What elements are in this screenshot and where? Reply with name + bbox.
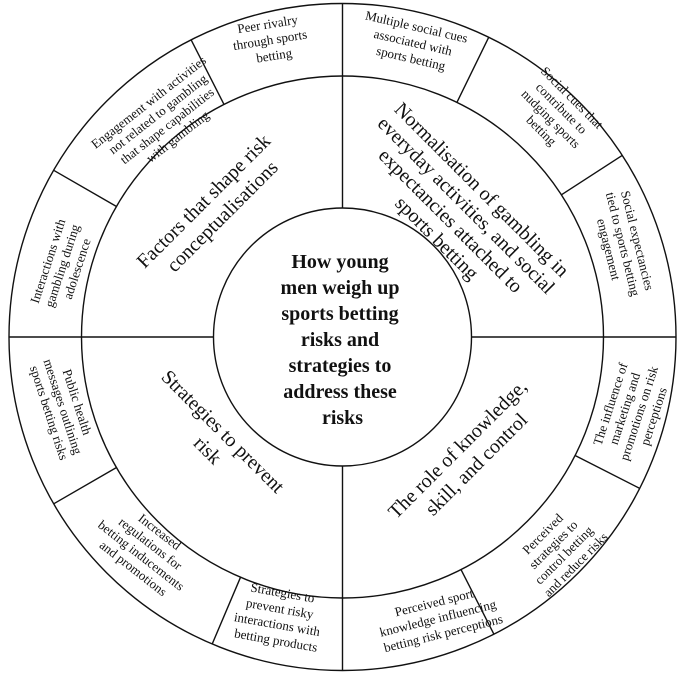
subtheme-prevent-interactions: Strategies to prevent risky interactions… <box>230 578 330 656</box>
subtheme-sport-knowledge: Perceived sport knowledge influencing be… <box>374 580 504 655</box>
subtheme-divider <box>574 454 641 490</box>
center-title-line: risks <box>322 407 363 429</box>
subtheme-multiple-social-cues: Multiple social cues associated with spo… <box>357 8 473 78</box>
subtheme-engagement-activities: Engagement with activities not related t… <box>88 51 239 187</box>
center-title: How young men weigh up sports betting ri… <box>281 251 405 429</box>
theme-knowledge: The role of knowledge, skill, and contro… <box>384 372 552 540</box>
subtheme-social-cues-nudging: Social cues that contribute to nudging s… <box>506 63 608 165</box>
center-title-line: risks and <box>301 329 379 351</box>
center-title-line: address these <box>283 381 397 403</box>
subtheme-divider <box>460 569 495 635</box>
subtheme-divider <box>53 169 117 208</box>
subtheme-divider <box>561 154 623 196</box>
subtheme-interactions-adolescence: Interactions with gambling during adoles… <box>27 214 98 314</box>
wheel-structure <box>8 2 677 672</box>
center-title-line: strategies to <box>289 355 392 377</box>
subtheme-divider <box>53 466 117 505</box>
spokes <box>9 3 676 671</box>
subtheme-divider <box>211 577 242 645</box>
subtheme-peer-rivalry: Peer rivalry through sports betting <box>229 10 313 69</box>
subtheme-control-strategies: Perceived strategies to control betting … <box>509 498 611 600</box>
center-title-line: sports betting <box>281 303 398 325</box>
theme-strategies: Strategies to prevent risk <box>140 366 292 518</box>
subtheme-divider <box>190 39 225 105</box>
subtheme-divider <box>456 36 490 103</box>
center-title-line: men weigh up <box>281 277 400 299</box>
subtheme-public-health: Public health messages outlining sports … <box>26 352 100 463</box>
center-title-line: How young <box>291 251 388 273</box>
subtheme-line: betting <box>255 45 294 66</box>
